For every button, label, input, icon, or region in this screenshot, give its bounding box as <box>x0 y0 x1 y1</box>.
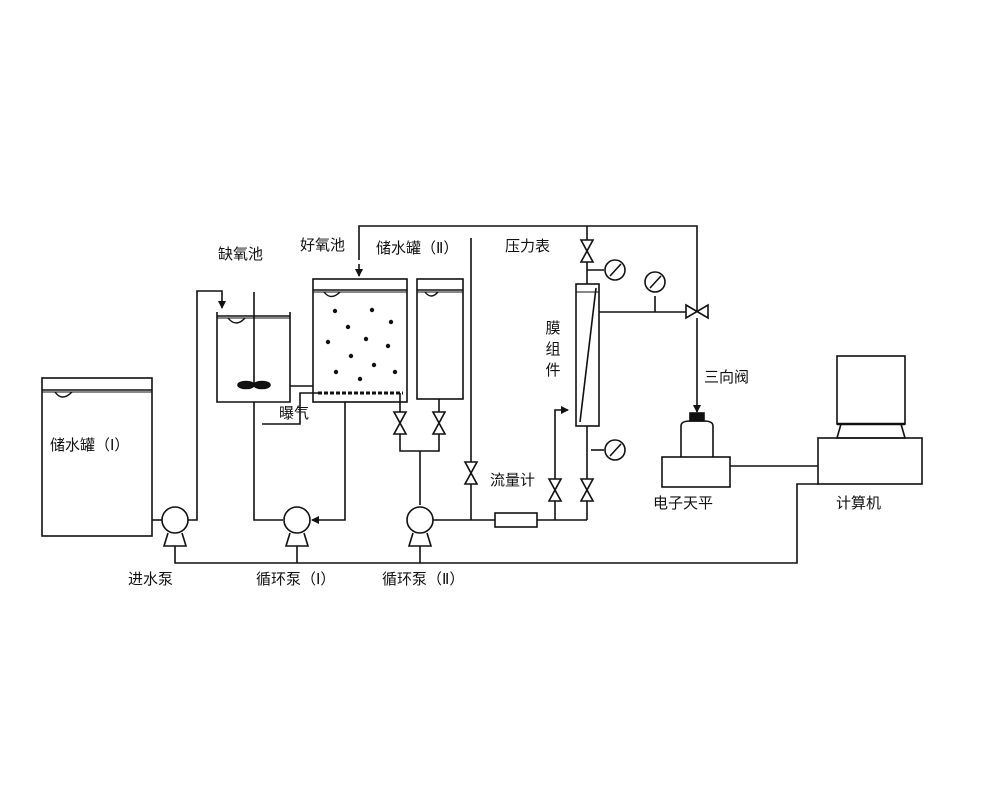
label-aeration: 曝气 <box>279 404 310 422</box>
circulation-pump-2 <box>406 506 434 547</box>
bubbles <box>325 307 398 382</box>
storage-tank-2 <box>416 278 464 400</box>
valve-bypass <box>463 461 479 485</box>
label-electronic-balance: 电子天平 <box>653 494 714 512</box>
permeate-bottle <box>680 412 714 457</box>
three-way-valve <box>685 302 709 320</box>
storage-tank-1 <box>41 377 153 537</box>
label-storage-tank-1: 储水罐（Ⅰ） <box>50 436 130 454</box>
computer <box>817 355 923 485</box>
label-circulation-pump-2: 循环泵（Ⅱ） <box>382 570 465 588</box>
pressure-gauge-permeate <box>644 271 666 293</box>
label-storage-tank-2: 储水罐（Ⅱ） <box>376 239 459 257</box>
label-three-way-valve: 三向阀 <box>704 368 750 386</box>
pressure-gauge-bottom <box>604 439 626 461</box>
valve-tank2-right <box>431 411 447 435</box>
aerobic-tank <box>312 278 408 403</box>
valve-flow-right <box>579 478 595 502</box>
flowmeter <box>494 512 538 528</box>
stirrer <box>237 292 271 390</box>
electronic-balance <box>661 456 731 488</box>
label-flowmeter: 流量计 <box>490 471 536 489</box>
label-aerobic-tank: 好氧池 <box>300 236 346 254</box>
label-membrane-module: 膜组件 <box>545 319 561 379</box>
membrane-module <box>575 283 600 427</box>
label-feed-pump: 进水泵 <box>128 570 174 588</box>
pressure-gauge-top <box>604 259 626 281</box>
label-anoxic-tank: 缺氧池 <box>218 245 264 263</box>
valve-tank2-left <box>392 411 408 435</box>
label-computer: 计算机 <box>836 494 882 512</box>
circulation-pump-1 <box>283 506 311 547</box>
valve-membrane-top <box>579 239 595 263</box>
label-pressure-gauge: 压力表 <box>505 237 551 255</box>
valve-flow-left <box>547 478 563 502</box>
feed-pump <box>161 506 189 547</box>
label-circulation-pump-1: 循环泵（Ⅰ） <box>256 570 336 588</box>
